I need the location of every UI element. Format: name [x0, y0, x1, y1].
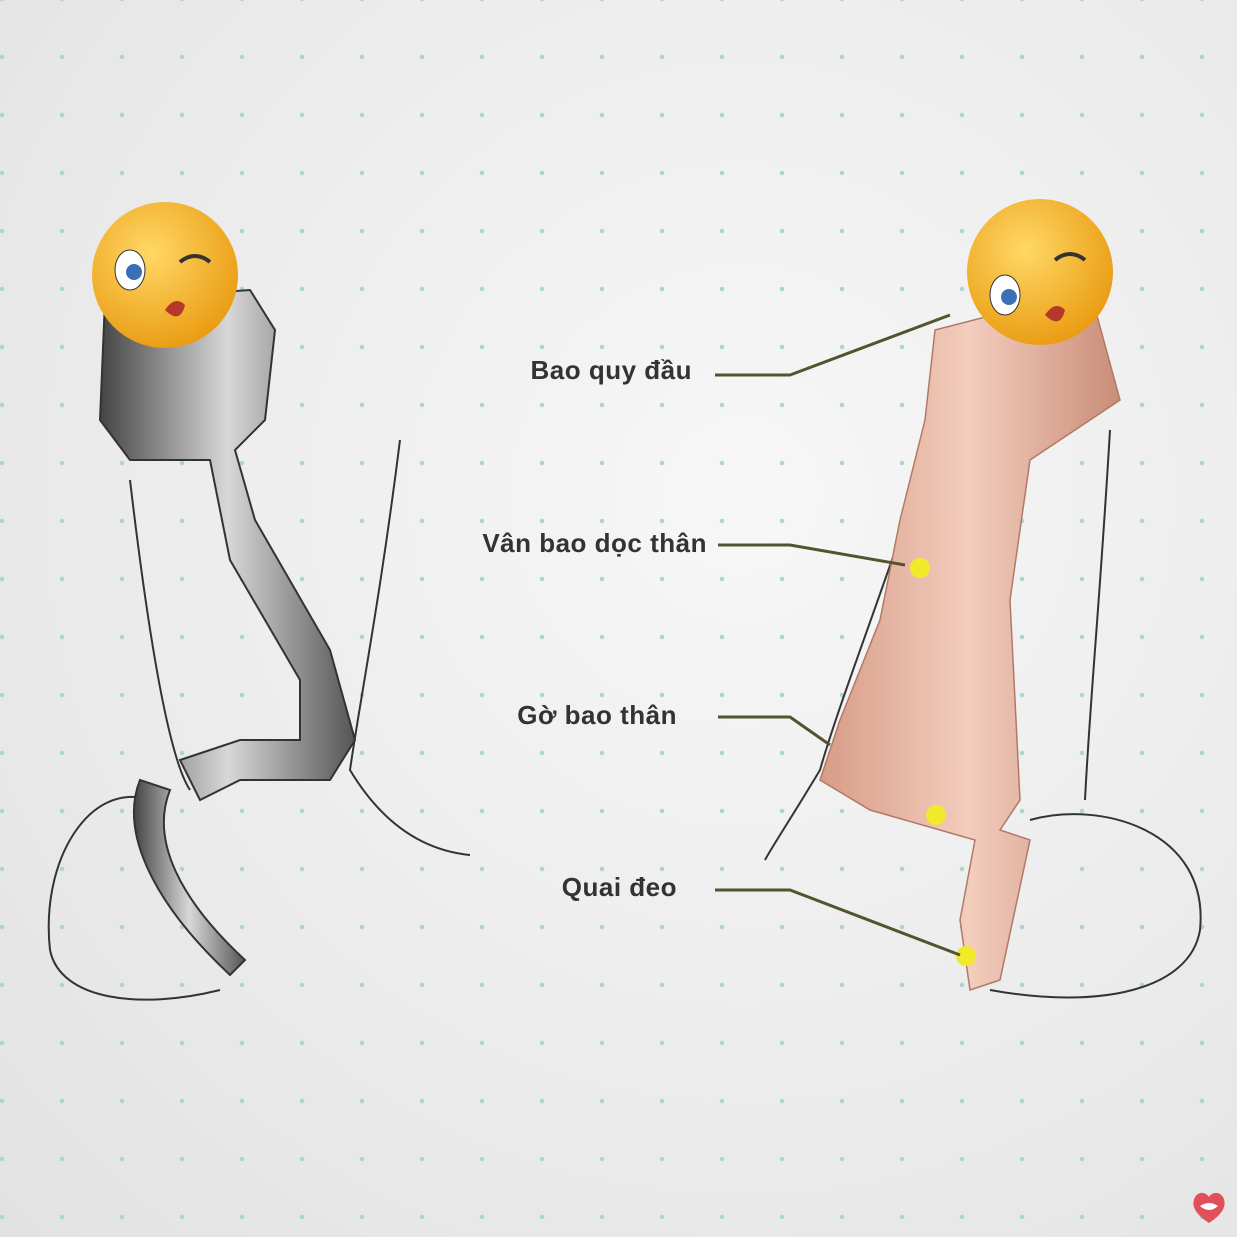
label-shaft-ridges: Vân bao dọc thân	[482, 528, 707, 558]
metal-sleeve	[98, 288, 357, 977]
leader-lines	[715, 313, 961, 957]
label-shaft-edge: Gờ bao thân	[517, 700, 677, 730]
wink-emoji-icon	[92, 202, 238, 348]
label-strap: Quai đeo	[561, 872, 677, 902]
wink-emoji-icon	[967, 199, 1113, 345]
left-outline	[47, 439, 471, 1001]
label-glans-cover: Bao quy đầu	[530, 355, 692, 385]
skin-sleeve	[819, 289, 1121, 991]
markers	[910, 558, 976, 966]
lips-heart-logo-icon	[1193, 1192, 1225, 1223]
